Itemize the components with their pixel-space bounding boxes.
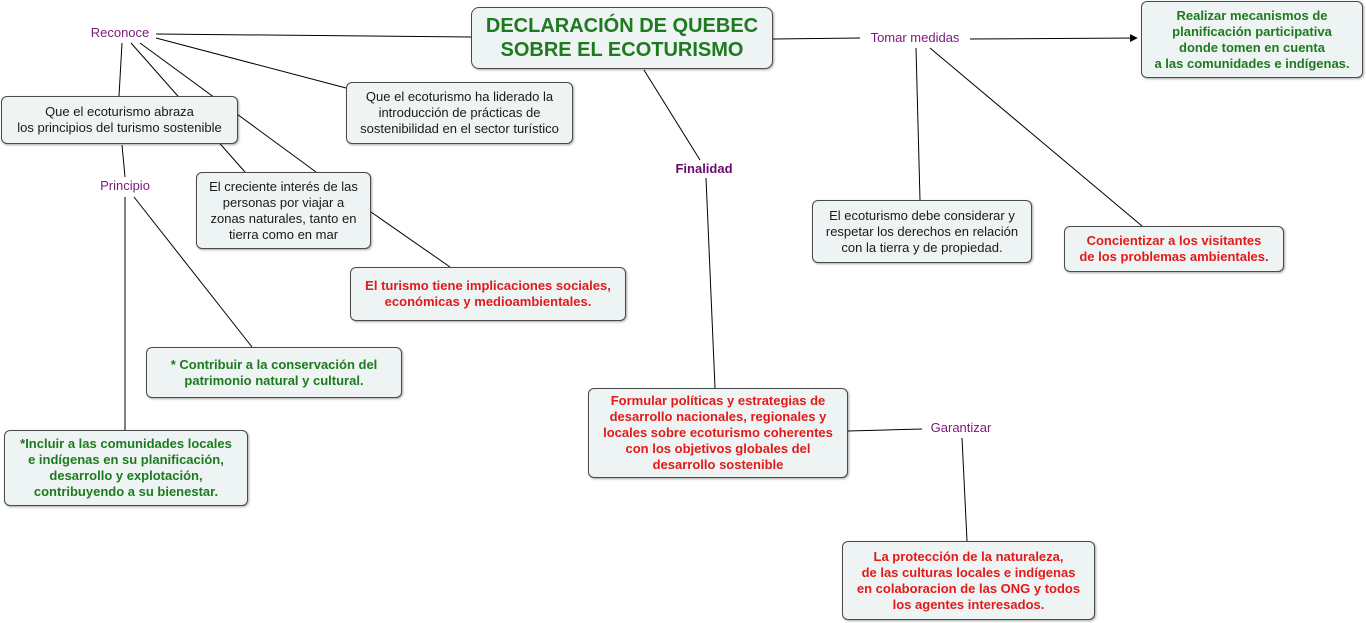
edge-reconoce-main	[155, 33, 472, 38]
concept-implicaciones[interactable]: El turismo tiene implicaciones sociales,…	[350, 267, 626, 321]
edge-principio-conservacion	[133, 196, 253, 348]
edge-garantizar-proteccion	[961, 437, 968, 542]
concept-proteccion[interactable]: La protección de la naturaleza, de las c…	[842, 541, 1095, 620]
concept-concientizar[interactable]: Concientizar a los visitantes de los pro…	[1064, 226, 1284, 272]
edge-reconoce-abraza	[118, 42, 123, 97]
link-tomar-medidas[interactable]: Tomar medidas	[868, 30, 962, 46]
main-title[interactable]: DECLARACIÓN DE QUEBEC SOBRE EL ECOTURISM…	[471, 7, 773, 69]
edge-main-finalidad	[643, 69, 701, 161]
concept-incluir[interactable]: *Incluir a las comunidades locales e ind…	[4, 430, 248, 506]
edge-tomar-concientizar	[929, 47, 1143, 227]
edge-main-tomar	[772, 37, 861, 40]
concept-mecanismos[interactable]: Realizar mecanismos de planificación par…	[1141, 1, 1363, 78]
concept-conservacion[interactable]: * Contribuir a la conservación del patri…	[146, 347, 402, 398]
edge-reconoce-liderado	[155, 37, 347, 89]
edge-creciente-implicaciones	[370, 211, 451, 268]
concept-abraza[interactable]: Que el ecoturismo abraza los principios …	[1, 96, 238, 144]
edge-tomar-mecanismos	[969, 34, 1138, 43]
edge-formular-garantizar	[847, 428, 923, 432]
edge-abraza-principio	[121, 144, 126, 178]
link-finalidad[interactable]: Finalidad	[673, 161, 735, 177]
concept-formular[interactable]: Formular políticas y estrategias de desa…	[588, 388, 848, 478]
concept-creciente[interactable]: El creciente interés de las personas por…	[196, 172, 371, 249]
link-reconoce[interactable]: Reconoce	[88, 25, 152, 41]
link-principio[interactable]: Principio	[98, 178, 152, 194]
link-garantizar[interactable]: Garantizar	[928, 420, 994, 436]
concept-liderado[interactable]: Que el ecoturismo ha liderado la introdu…	[346, 82, 573, 144]
edge-tomar-derechos	[915, 47, 921, 201]
concept-derechos[interactable]: El ecoturismo debe considerar y respetar…	[812, 200, 1032, 263]
edge-finalidad-formular	[705, 177, 716, 389]
